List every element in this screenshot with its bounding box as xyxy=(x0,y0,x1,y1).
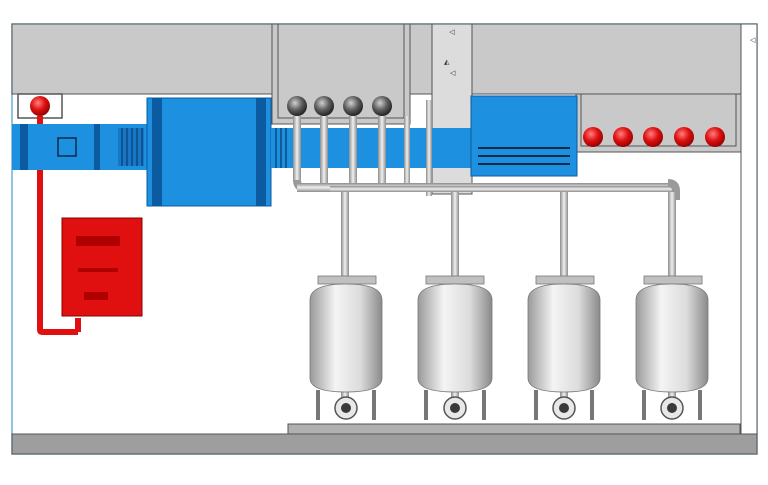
duct-flange-2 xyxy=(94,124,100,170)
circulation-pump-icon xyxy=(372,96,392,116)
pressure-tank-3 xyxy=(527,192,601,420)
flexible-connector-right xyxy=(275,128,287,168)
column-mark-3: ◁ xyxy=(450,70,456,77)
ceiling-bulkhead-right-inner xyxy=(580,93,737,147)
pressure-tank-2 xyxy=(417,192,493,420)
column-mark-1: ◁ xyxy=(449,29,455,36)
cabinet-label-plate xyxy=(76,236,120,246)
secondary-header xyxy=(330,186,675,192)
flexible-connector-left xyxy=(118,128,144,166)
sprinkler-row-right xyxy=(583,127,725,147)
sprinkler-head-icon xyxy=(30,96,50,116)
ahu-frame-right xyxy=(256,98,266,206)
right-wall xyxy=(740,23,758,440)
fire-damper-icon xyxy=(57,137,77,157)
sprinkler-head-icon xyxy=(583,127,603,147)
pressure-tank-icon xyxy=(527,283,601,393)
fan-coil-unit xyxy=(470,95,578,177)
air-handling-unit xyxy=(146,97,272,207)
cabinet-handle xyxy=(84,292,108,300)
wall-mark: ◁ xyxy=(750,37,756,44)
circulation-pump-icon xyxy=(287,96,307,116)
pressure-tank-1 xyxy=(309,192,383,420)
ceiling-bulkhead-inner xyxy=(277,23,405,119)
sprinkler-head-icon xyxy=(674,127,694,147)
pump-row xyxy=(287,96,392,116)
equipment-base xyxy=(287,423,741,435)
fire-water-pipe xyxy=(37,116,78,335)
supply-duct-outlet xyxy=(271,128,471,168)
fire-hydrant-cabinet-icon xyxy=(61,217,143,317)
floor-slab xyxy=(11,433,758,455)
sprinkler-head-icon xyxy=(613,127,633,147)
circulation-pump-icon xyxy=(343,96,363,116)
ahu-frame-left xyxy=(152,98,162,206)
cabinet-slot xyxy=(78,268,118,272)
pressure-tank-icon xyxy=(417,283,493,393)
pressure-tank-icon xyxy=(635,283,709,393)
duct-flange-1 xyxy=(20,124,28,170)
sprinkler-head-icon xyxy=(705,127,725,147)
column-mark-2: ◭ xyxy=(444,59,450,66)
structural-column xyxy=(431,23,473,195)
circulation-pump-icon xyxy=(314,96,334,116)
pump-drop-pipes xyxy=(293,100,432,196)
sprinkler-head-icon xyxy=(643,127,663,147)
pressure-tank-icon xyxy=(309,283,383,393)
pressure-tank-4 xyxy=(635,192,709,420)
header-elbow-right xyxy=(667,179,680,200)
